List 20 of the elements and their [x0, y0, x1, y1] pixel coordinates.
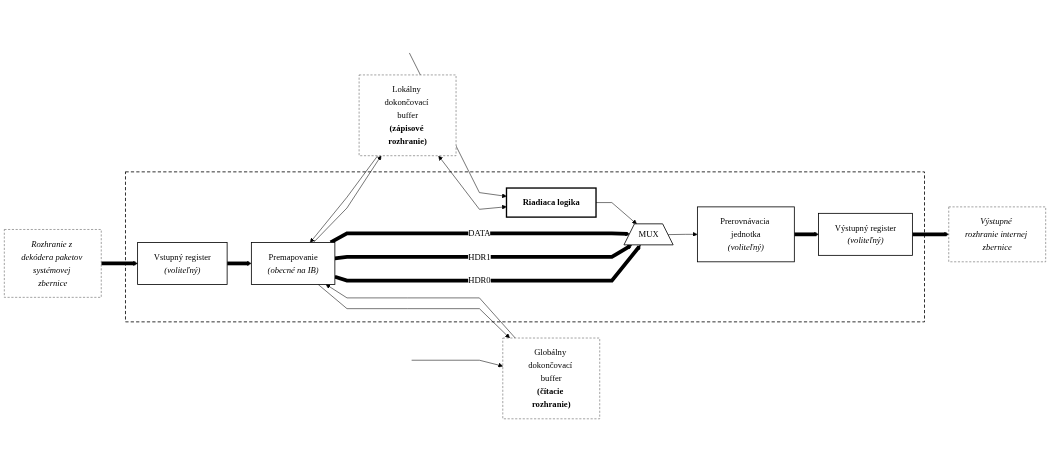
arrow [101, 261, 138, 267]
arrow [334, 245, 641, 283]
node-box: Riadiaca logika [505, 187, 597, 219]
node-box: Lokálny dokončovací buffer (zápisové rozhranie) [358, 75, 457, 157]
arrow [227, 261, 252, 267]
edge-label: DATA [468, 228, 491, 239]
cluster [125, 171, 925, 323]
node-box: Výstupné rozhranie internej zbernice [948, 207, 1046, 263]
node-box: Rozhranie z dekódera paketov systémovej zbernice [4, 229, 102, 299]
node-box: Globálny dokončovací buffer (čítacie rozhranie) [502, 338, 600, 420]
node-box: Premapovanie (obecné na IB) [250, 242, 336, 286]
node-box: Prerovnávacia jednotka (voliteľný) [697, 206, 795, 263]
edge-label: HDR1 [468, 252, 491, 262]
arrow [334, 245, 632, 261]
arrow [794, 232, 819, 238]
node-box: Vstupný register (voliteľný) [137, 242, 228, 286]
arrow [912, 232, 949, 238]
arrow [329, 231, 630, 245]
edge-label: HDR0 [468, 276, 491, 286]
node-box: Výstupný register (voliteľný) [818, 213, 913, 257]
